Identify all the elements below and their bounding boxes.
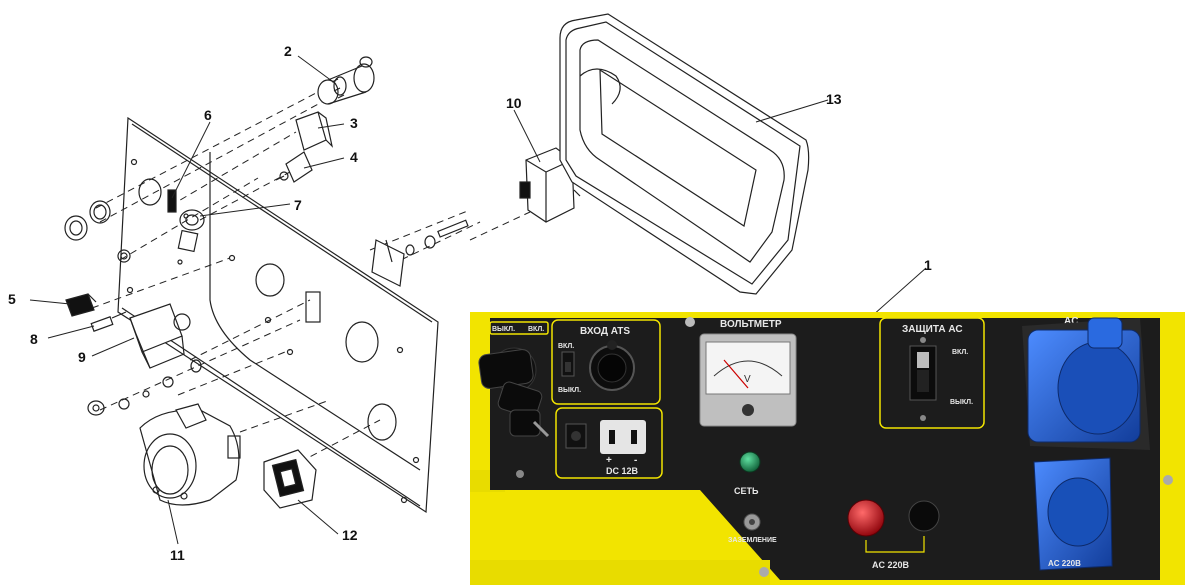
callout-13: 13 — [826, 91, 842, 107]
callout-11: 11 — [170, 547, 185, 563]
part-3-module — [295, 111, 334, 151]
protection-off-label: ВЫКЛ. — [950, 399, 973, 406]
ground-label: ЗАЗЕМЛЕНИЕ — [728, 537, 777, 544]
part-9-box — [129, 303, 191, 369]
part-2-connector — [317, 56, 375, 105]
control-plate — [117, 116, 439, 514]
ats-off-label: ВЫКЛ. — [558, 387, 581, 394]
protection-title: ЗАЩИТА АС — [902, 324, 963, 335]
part-4-switch — [275, 151, 313, 183]
black-terminal[interactable] — [908, 500, 940, 532]
bracket-bolt — [371, 219, 469, 287]
ac-bottom-label: AC 220В — [1048, 559, 1081, 568]
panel-photo: ВЫКЛ. ВКЛ. ВХОД ATS ВКЛ. ВЫКЛ. — [470, 312, 1185, 585]
callout-9: 9 — [78, 349, 86, 365]
panel-black — [490, 318, 1160, 580]
ats-title: ВХОД ATS — [580, 326, 630, 337]
callout-4: 4 — [350, 149, 358, 165]
ground-terminal: ЗАЗЕМЛЕНИЕ — [728, 513, 777, 544]
red-terminal[interactable] — [847, 499, 885, 537]
dc-outlet[interactable] — [600, 420, 646, 454]
voltmeter-unit: V — [744, 374, 751, 385]
protection-box: ЗАЩИТА АС ВКЛ. ВЫКЛ. — [879, 317, 985, 429]
dc-minus: - — [634, 455, 637, 466]
dc-plus: + — [606, 455, 612, 466]
nut-row — [87, 359, 202, 416]
callout-1: 1 — [924, 257, 932, 273]
callout-3: 3 — [350, 115, 358, 131]
voltmeter: ВОЛЬТМЕТР V — [699, 319, 797, 427]
callout-10: 10 — [506, 95, 522, 111]
voltmeter-title: ВОЛЬТМЕТР — [720, 319, 782, 330]
leader-lines — [29, 55, 927, 545]
ignition-off-label: ВЫКЛ. — [492, 326, 515, 333]
dc-label: DC 12В — [606, 466, 639, 476]
callout-12: 12 — [342, 527, 358, 543]
callout-7: 7 — [294, 197, 302, 213]
callout-numbers: 2 3 4 6 7 5 8 9 10 13 11 12 1 — [8, 43, 932, 563]
protection-on-label: ВКЛ. — [952, 349, 968, 356]
part-10-relay — [519, 147, 581, 223]
part-13-cover — [559, 13, 810, 295]
line-drawing — [29, 13, 927, 545]
left-washers — [64, 200, 131, 263]
network-lamp: СЕТЬ — [734, 451, 761, 496]
ats-box: ВХОД ATS ВКЛ. ВЫКЛ. — [551, 319, 661, 405]
assembly-lines — [91, 91, 531, 463]
ignition-area: ВЫКЛ. ВКЛ. — [478, 321, 550, 438]
ignition-on-label: ВКЛ. — [528, 326, 544, 333]
dc-box: + - DC 12В — [555, 407, 663, 479]
part-5-fuse — [65, 293, 97, 317]
ac-top-label: AC — [1064, 316, 1078, 327]
ats-on-label: ВКЛ. — [558, 343, 574, 350]
callout-8: 8 — [30, 331, 38, 347]
callout-5: 5 — [8, 291, 16, 307]
part-6-plug — [167, 189, 177, 213]
callout-6: 6 — [204, 107, 212, 123]
callout-2: 2 — [284, 43, 292, 59]
blue-sockets: AC AC 220В — [1022, 316, 1150, 571]
network-label: СЕТЬ — [734, 486, 759, 496]
part-8-pin — [90, 311, 127, 332]
part-12-socket — [263, 449, 317, 509]
output-terminals: AC 220В — [847, 499, 940, 570]
part-7-ring — [179, 209, 205, 231]
part-11-socket — [139, 403, 241, 506]
ac-center-label: AC 220В — [872, 560, 910, 570]
